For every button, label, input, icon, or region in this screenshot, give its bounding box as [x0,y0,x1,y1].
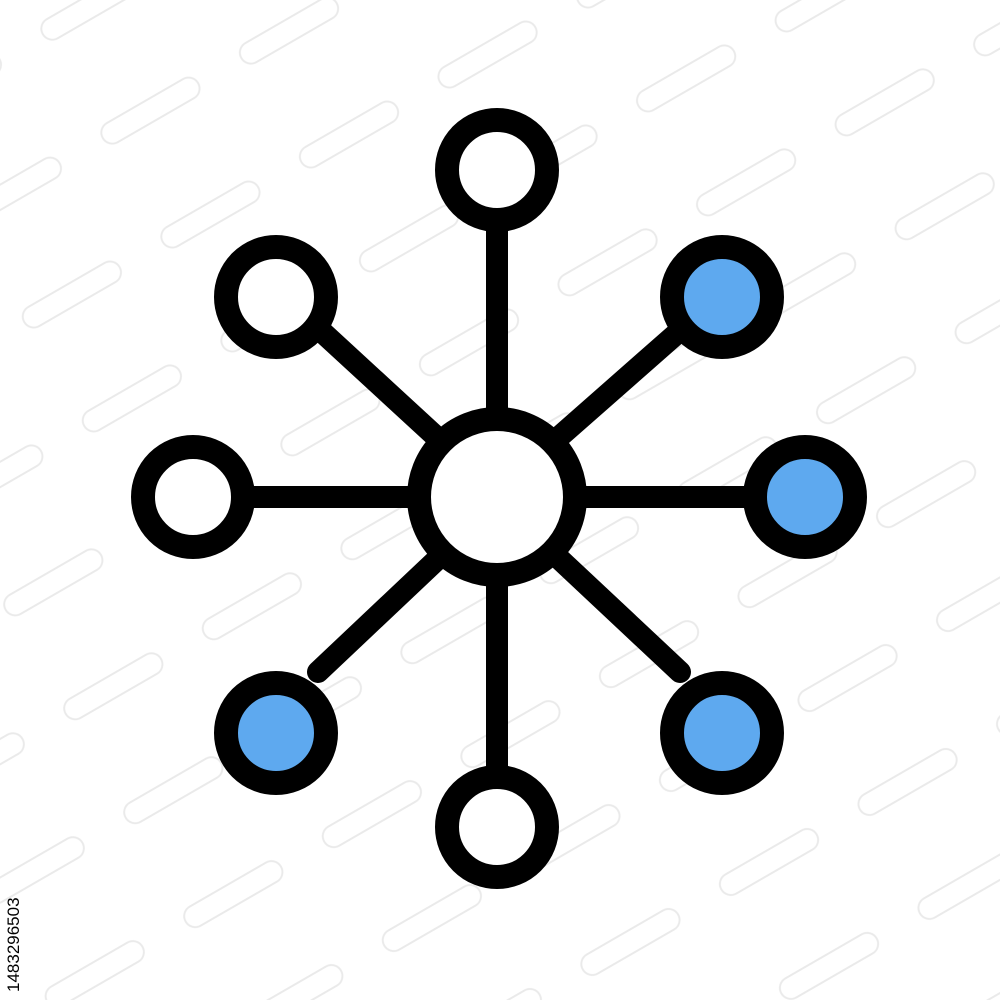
node-bottom-right [660,671,784,795]
node-bottom-left [214,671,338,795]
node-right [743,435,867,559]
stock-id-label: 1483296503 [4,897,23,992]
node-top [435,108,559,232]
spoke-bottom-right [541,541,691,683]
node-bottom [435,765,559,889]
node-top-left [214,235,338,359]
node-top-right [660,235,784,359]
node-left [131,435,255,559]
spoke-bottom-left [307,541,456,683]
spoke-top-left [309,319,456,456]
spoke-top-right [539,324,686,456]
hub-node [407,407,587,587]
